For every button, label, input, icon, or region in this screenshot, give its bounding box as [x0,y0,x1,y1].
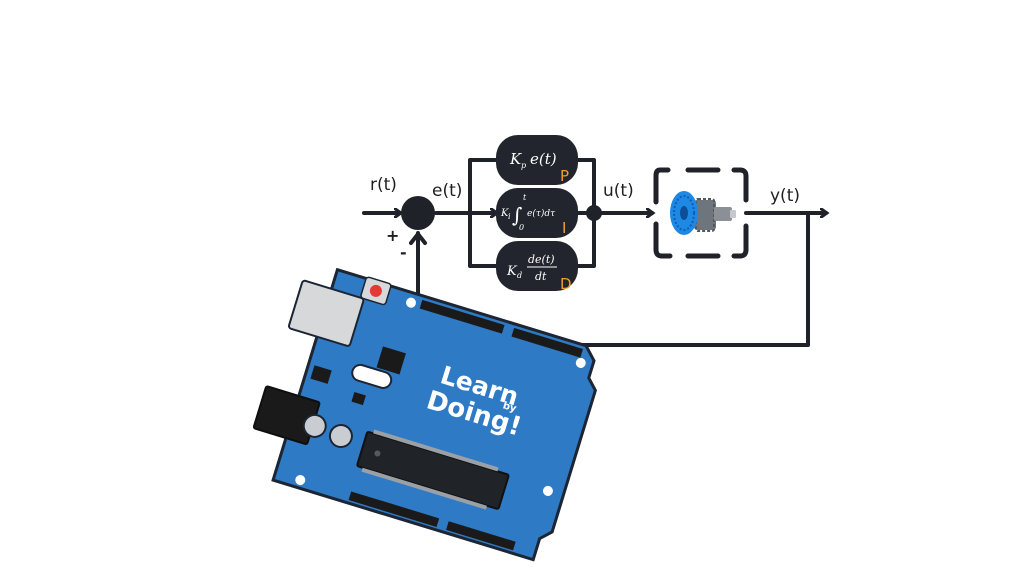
output-label: y(t) [770,186,800,206]
svg-text:e(τ)dτ: e(τ)dτ [527,208,556,219]
feedback-arrow [409,232,427,245]
block-p-equation: K p e(t) [509,150,557,170]
crystal [351,363,393,389]
block-d: K d de(t) dt D [496,241,578,293]
control-label: u(t) [603,181,634,201]
motor-icon [670,191,736,235]
svg-text:d: d [517,271,522,280]
svg-text:K: K [509,150,522,168]
block-d-body [496,241,578,291]
mount-hole [405,297,416,308]
svg-text:p: p [521,161,526,170]
motor-plant [653,167,749,259]
branch-left [468,158,498,268]
block-p: K p e(t) P [496,135,578,185]
capacitor [328,424,353,449]
plus-sign: + [386,226,399,245]
chip-pins [361,429,499,510]
svg-text:de(t): de(t) [528,253,555,266]
svg-text:e(t): e(t) [530,150,557,168]
usb-connector [287,279,365,347]
reference-label: r(t) [370,175,397,195]
small-chip [376,346,406,375]
mount-hole [295,475,306,486]
svg-text:K: K [500,208,509,219]
summing-junction [401,196,435,230]
capacitor [302,413,327,438]
svg-text:K: K [506,264,518,279]
plant-bracket [653,167,749,259]
block-i: K i ∫ t 0 e(τ)dτ I [496,188,578,238]
svg-text:0: 0 [519,223,524,232]
mount-hole [542,485,553,496]
svg-text:t: t [523,193,527,202]
block-p-tag: P [560,167,569,185]
arduino-board: Learn by Doing! [252,267,598,562]
block-d-equation: K d de(t) dt [506,253,557,283]
header-top-right [511,327,583,358]
block-d-tag: D [560,275,572,293]
block-i-equation: K i ∫ t 0 e(τ)dτ [500,193,556,232]
board-body [271,267,598,562]
error-label: e(t) [432,181,462,201]
feedback-line [416,211,810,347]
minus-sign: - [400,243,407,262]
small-regulator [310,365,332,384]
svg-text:i: i [508,212,511,221]
header-bottom-left [348,491,440,527]
svg-text:dt: dt [535,270,547,283]
branch-node [586,205,602,221]
block-i-body [496,188,578,238]
chip-pin-one [374,450,381,457]
header-top-left [419,299,505,334]
svg-text:∫: ∫ [512,203,522,227]
mount-hole [575,357,586,368]
brand-by: by [501,400,518,415]
reset-button-dot [369,284,382,297]
small-component [351,392,366,406]
header-bottom-right [446,521,516,551]
block-i-tag: I [562,219,566,237]
block-p-body [496,135,578,185]
